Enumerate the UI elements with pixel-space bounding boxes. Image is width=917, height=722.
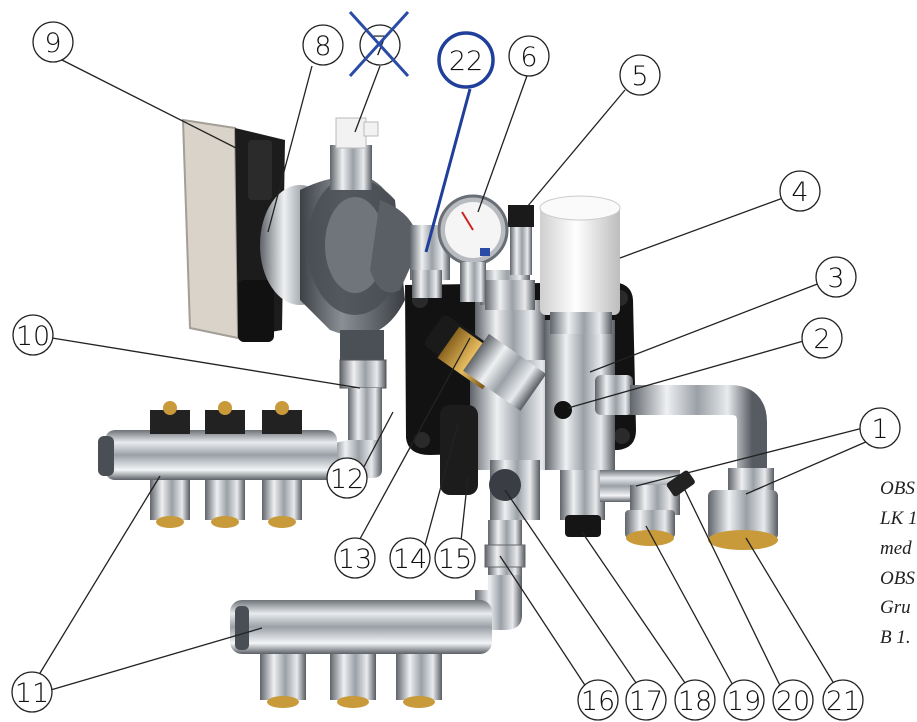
svg-text:3: 3 <box>827 263 844 294</box>
callout-17: 17 <box>625 679 667 721</box>
cross-out-mark <box>348 10 410 78</box>
leader-lines <box>36 59 869 703</box>
svg-text:4: 4 <box>791 177 808 208</box>
note-line-2: LK 1 <box>880 508 917 529</box>
svg-text:8: 8 <box>314 31 331 62</box>
callout-19: 19 <box>723 679 765 721</box>
callout-14: 14 <box>389 537 431 579</box>
product-illustration <box>98 117 778 708</box>
note-line-4: OBS <box>880 568 915 589</box>
callout-18: 18 <box>674 679 716 721</box>
pressure-gauge <box>410 194 535 310</box>
safety-valve <box>424 315 547 411</box>
svg-text:13: 13 <box>338 544 372 575</box>
callout-4: 4 <box>779 170 821 212</box>
lower-manifold <box>230 600 492 708</box>
svg-text:15: 15 <box>438 544 472 575</box>
thermostatic-actuator <box>539 195 621 334</box>
svg-text:2: 2 <box>813 324 830 355</box>
svg-text:20: 20 <box>776 686 810 717</box>
leader-22 <box>424 88 472 253</box>
callout-8: 8 <box>302 24 344 66</box>
callout-3: 3 <box>815 256 857 298</box>
callout-16: 16 <box>577 679 619 721</box>
svg-text:14: 14 <box>393 544 427 575</box>
note-line-3: med <box>880 538 912 559</box>
callout-21: 21 <box>822 679 864 721</box>
callout-22: 22 <box>437 31 495 89</box>
svg-text:22: 22 <box>449 46 483 77</box>
svg-text:10: 10 <box>16 321 50 352</box>
svg-text:12: 12 <box>330 464 364 495</box>
callout-labels: 1 2 3 4 5 6 7 8 9 10 11 12 13 14 15 16 1… <box>11 21 901 721</box>
svg-text:1: 1 <box>871 414 888 445</box>
callout-20: 20 <box>772 679 814 721</box>
upper-manifold <box>98 401 337 528</box>
svg-text:19: 19 <box>727 686 761 717</box>
note-line-5: Gru <box>880 597 911 618</box>
callout-15: 15 <box>434 537 476 579</box>
callout-1: 1 <box>859 407 901 449</box>
callout-6: 6 <box>508 35 550 77</box>
callout-5: 5 <box>619 54 661 96</box>
svg-text:5: 5 <box>631 61 648 92</box>
svg-text:18: 18 <box>678 686 712 717</box>
svg-text:16: 16 <box>581 686 615 717</box>
note-line-6: B 1. <box>880 627 911 648</box>
callout-9: 9 <box>32 21 74 63</box>
callout-12: 12 <box>326 457 368 499</box>
svg-text:17: 17 <box>629 686 663 717</box>
svg-text:11: 11 <box>15 678 49 709</box>
callout-10: 10 <box>12 314 54 356</box>
callout-2: 2 <box>801 317 843 359</box>
svg-text:9: 9 <box>44 28 61 59</box>
circulation-pump <box>260 117 419 336</box>
note-line-1: OBS <box>880 478 915 499</box>
callout-11: 11 <box>11 671 53 713</box>
svg-text:6: 6 <box>520 42 537 73</box>
callout-13: 13 <box>334 537 376 579</box>
svg-text:21: 21 <box>826 686 860 717</box>
